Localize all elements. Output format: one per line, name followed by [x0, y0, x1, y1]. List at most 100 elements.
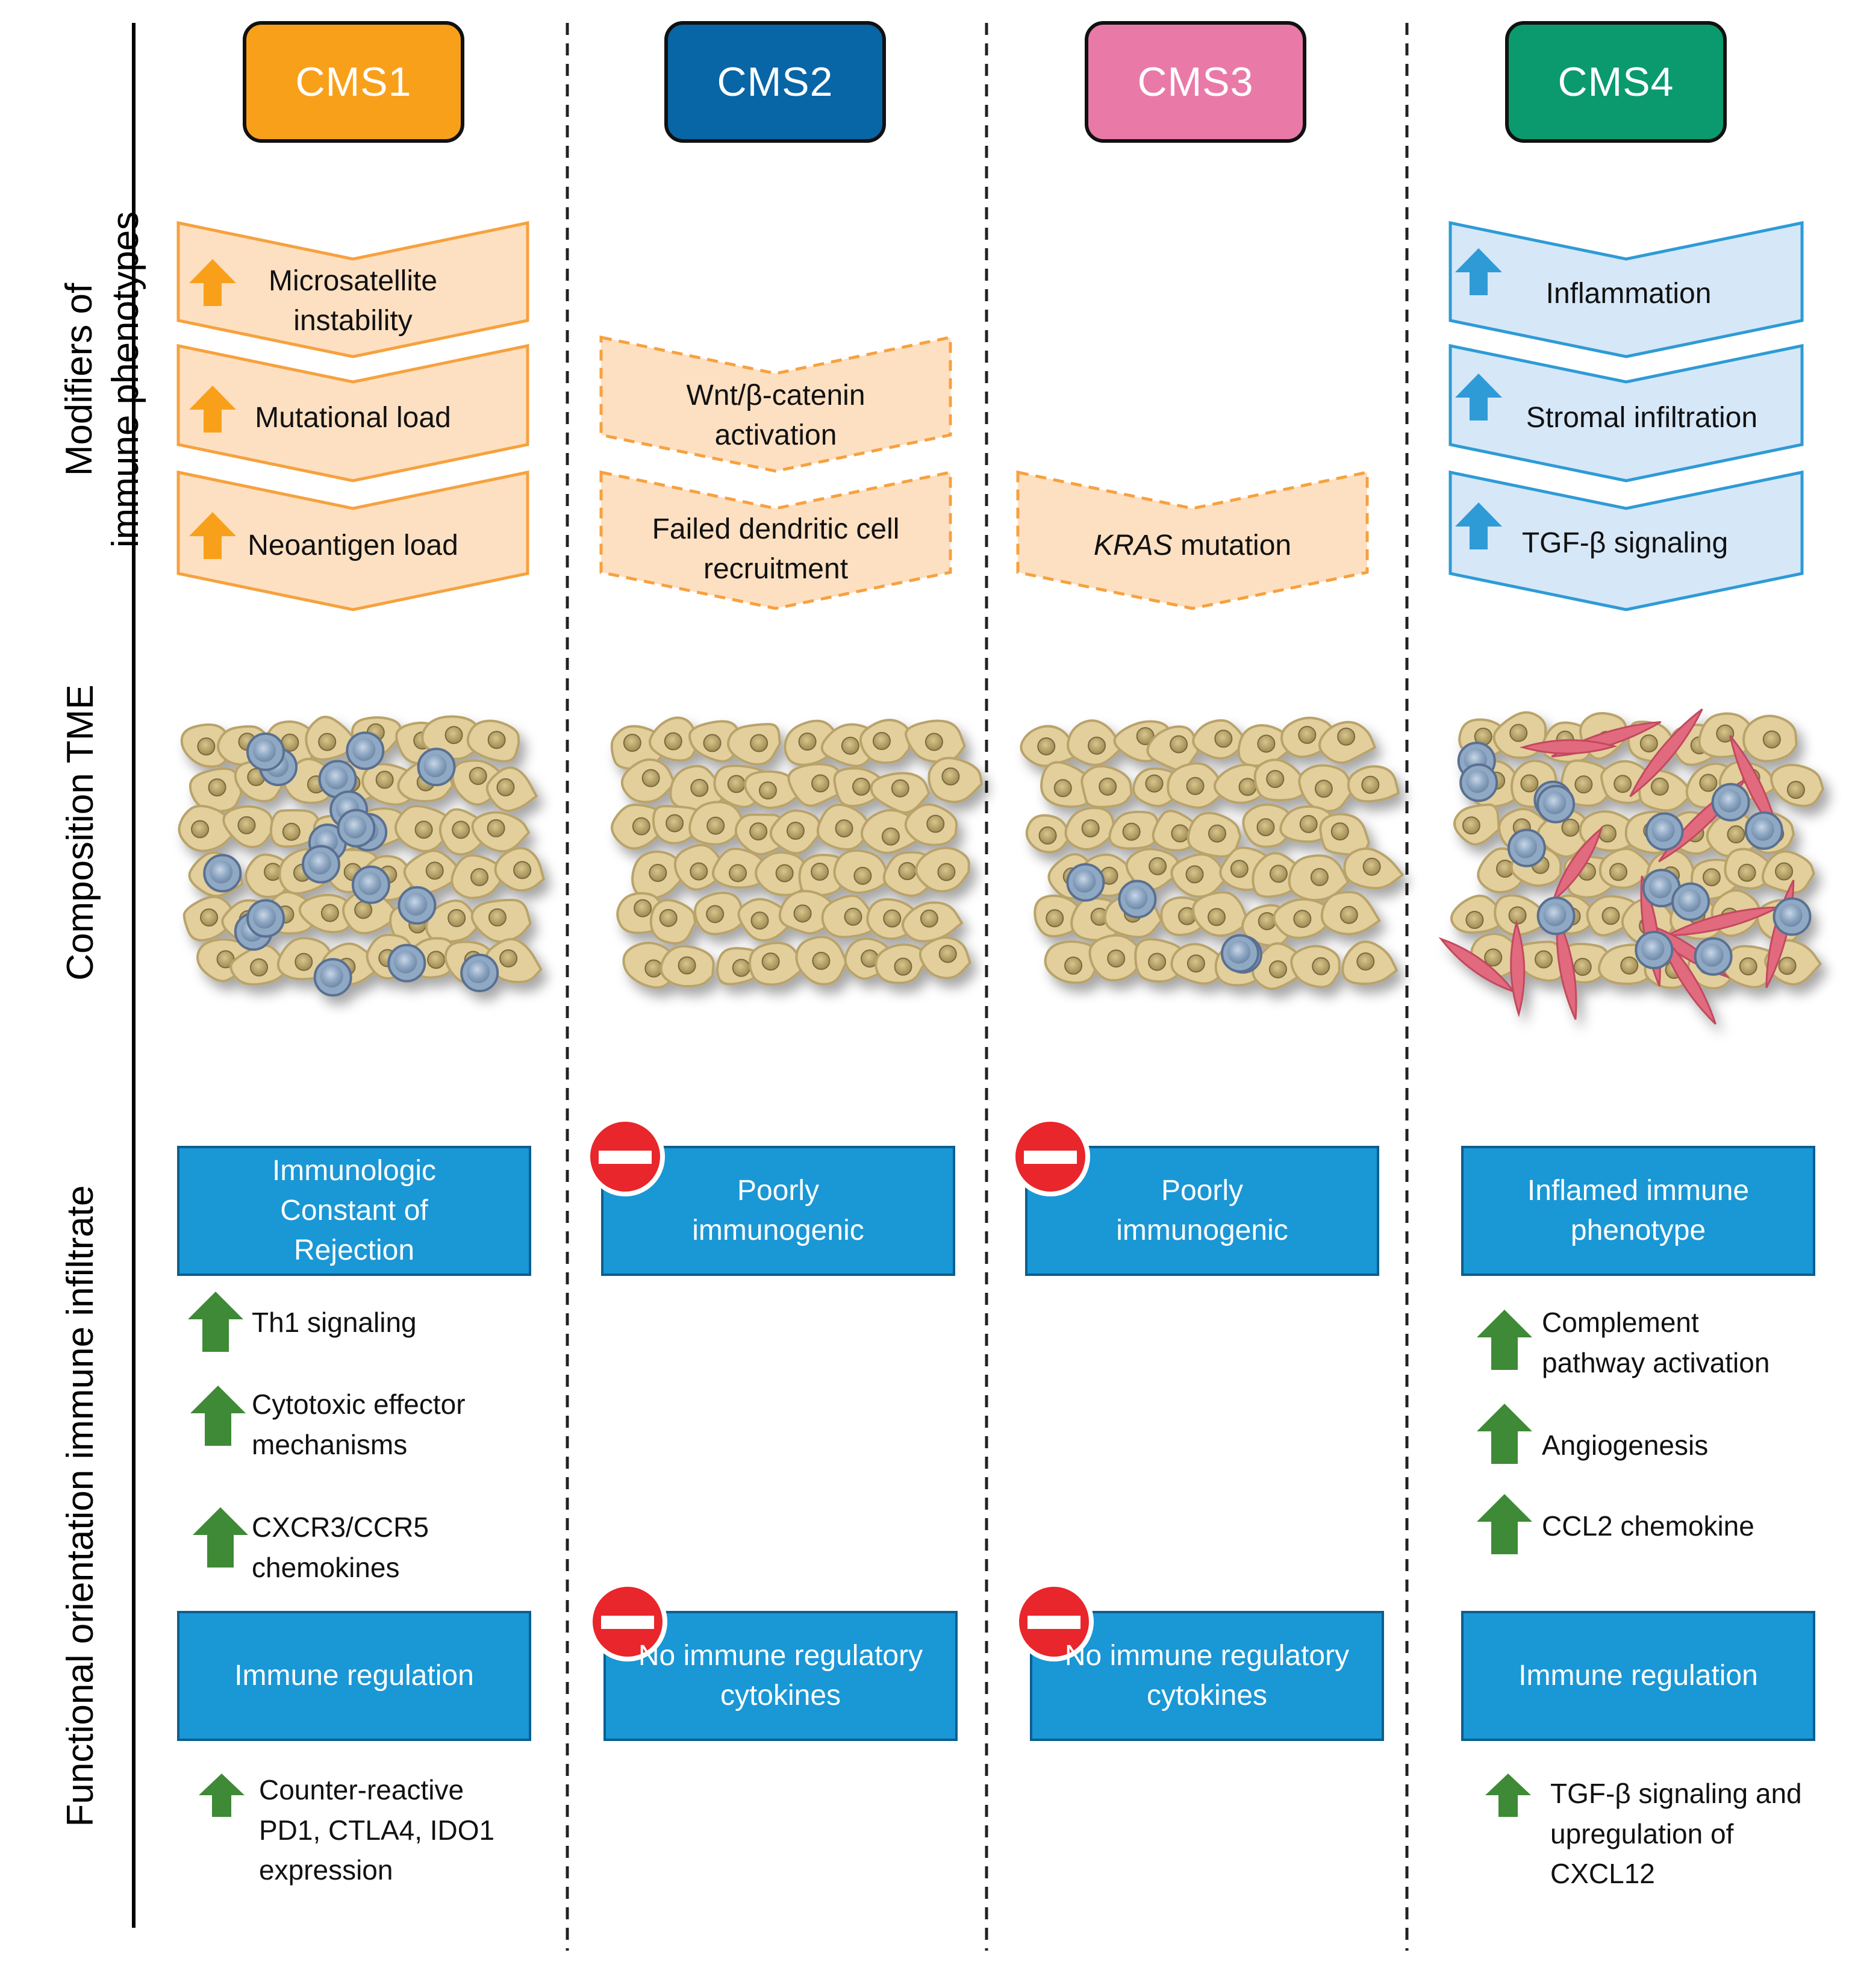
- tumor-cell-nucleus: [1266, 770, 1285, 789]
- tumor-cell-nucleus: [786, 821, 805, 840]
- tumor-cell-nucleus: [237, 816, 256, 834]
- tumor-cell-nucleus: [793, 904, 812, 923]
- tumor-cell-nucleus: [1574, 775, 1593, 794]
- immune-cell-nucleus: [1648, 875, 1672, 899]
- tumor-cell-nucleus: [1601, 907, 1620, 925]
- tumor-cell-nucleus: [938, 945, 957, 963]
- tumor-cell-nucleus: [664, 732, 682, 751]
- immune-cell-nucleus: [358, 872, 381, 895]
- tumor-cell-nucleus: [666, 814, 684, 833]
- tumor-cell-nucleus: [750, 734, 769, 752]
- tumor-cell-nucleus: [758, 781, 777, 800]
- tumor-cell-nucleus: [1258, 912, 1276, 931]
- cms3-modifier-chevrons: [1016, 470, 1369, 610]
- stop-sign-icon: [588, 1582, 667, 1661]
- tumor-cell-nucleus: [1620, 956, 1639, 975]
- tumor-cell-nucleus: [941, 767, 960, 786]
- tumor-cell-nucleus: [924, 733, 943, 751]
- cms4-modifier-stromal: Stromal infiltration: [1526, 401, 1758, 434]
- immune-cell-nucleus: [1751, 817, 1774, 841]
- cms4-feature-angiogenesis: Angiogenesis: [1542, 1430, 1709, 1461]
- tumor-cell-nucleus: [1330, 822, 1349, 841]
- tumor-cell-nucleus: [623, 734, 641, 752]
- stop-sign-icon: [585, 1117, 665, 1196]
- tumor-cell-nucleus: [470, 868, 489, 887]
- tumor-cell-nucleus: [208, 778, 226, 797]
- tumor-cell-nucleus: [1573, 957, 1592, 976]
- tumor-cell-nucleus: [1186, 777, 1205, 795]
- tumor-cell-nucleus: [1268, 960, 1287, 979]
- immune-cell-nucleus: [325, 766, 348, 790]
- tumor-cell-nucleus: [1148, 952, 1167, 971]
- cms3-regulation: No immune regulatory cytokines: [1064, 1639, 1350, 1711]
- tumor-cell-nucleus: [1046, 909, 1064, 928]
- immune-cell-nucleus: [1073, 869, 1096, 893]
- cms4-feature-ccl2: CCL2 chemokine: [1542, 1510, 1754, 1542]
- tumor-cell-nucleus: [844, 907, 862, 926]
- tumor-cell-nucleus: [641, 769, 660, 787]
- cms3-phenotype: Poorly immunogenic: [1116, 1174, 1288, 1246]
- immune-cell-nucleus: [308, 851, 331, 875]
- tumor-cell-nucleus: [1269, 864, 1288, 883]
- cms1-modifier-neoantigen-load: Neoantigen load: [248, 529, 458, 561]
- green-up-arrows: [188, 1292, 1532, 1817]
- tumor-cell-nucleus: [649, 863, 667, 882]
- cms4-modifier-chevrons: [1448, 220, 1804, 611]
- cms2-phenotype: Poorly immunogenic: [692, 1174, 864, 1246]
- stromal-cell: [1556, 916, 1577, 1020]
- tumor-cell-nucleus: [678, 956, 696, 975]
- tumor-cell-nucleus: [812, 951, 831, 970]
- tumor-cell-nucleus: [841, 736, 859, 755]
- tumor-cell-nucleus: [872, 732, 891, 751]
- tumor-cell-nucleus: [1361, 775, 1380, 794]
- tumor-cell-nucleus: [1609, 863, 1628, 881]
- tumor-cell-nucleus: [1214, 730, 1233, 748]
- tumor-cell-nucleus: [1088, 736, 1106, 755]
- tumor-cell-nucleus: [1293, 910, 1312, 928]
- tumor-cell-nucleus: [632, 817, 650, 836]
- tumor-cell-nucleus: [1362, 857, 1381, 876]
- cms4-regulation: Immune regulation: [1518, 1659, 1758, 1692]
- row-label-functional: Functional orientation immune infiltrate: [60, 1185, 102, 1827]
- immune-cell-nucleus: [467, 960, 490, 984]
- cms4-modifier-inflammation: Inflammation: [1545, 277, 1712, 310]
- cms3-header-box: [1085, 21, 1306, 143]
- tumor-cell-nucleus: [1462, 816, 1480, 835]
- tumor-cell-nucleus: [1299, 814, 1318, 833]
- cms1-feature-chemokines: CXCR3/CCR5 chemokines: [252, 1511, 429, 1583]
- tumor-cell-nucleus: [200, 908, 219, 927]
- immune-cell-nucleus: [423, 754, 447, 778]
- tumor-cell-nucleus: [1778, 957, 1797, 975]
- tumor-cell-nucleus: [634, 899, 652, 917]
- tumor-cell-nucleus: [452, 821, 470, 839]
- immune-cell-nucleus: [1227, 940, 1250, 964]
- immune-cell-nucleus: [210, 860, 233, 884]
- tumor-cell-nucleus: [749, 822, 768, 841]
- tumor-cell-nucleus: [894, 957, 912, 976]
- tumor-cell-nucleus: [1339, 905, 1358, 924]
- cms4-up-arrows: [1455, 248, 1502, 549]
- tumor-cell-nucleus: [1170, 735, 1188, 754]
- cms4-label: CMS4: [1557, 59, 1674, 105]
- tumor-cell-nucleus: [1465, 910, 1484, 929]
- tumor-cell-nucleus: [496, 778, 515, 796]
- tumor-cell-nucleus: [690, 778, 709, 797]
- tumor-cell-nucleus: [1739, 957, 1757, 976]
- stop-sign-icon: [1011, 1117, 1090, 1196]
- tumor-cell-nucleus: [282, 822, 301, 841]
- tumor-cell-nucleus: [729, 864, 747, 883]
- immune-cell-nucleus: [253, 905, 276, 929]
- cms1-regulation: Immune regulation: [234, 1659, 474, 1692]
- tumor-cell-nucleus: [1699, 774, 1718, 792]
- tumor-cell-nucleus: [703, 734, 722, 752]
- immune-cell-nucleus: [1543, 791, 1567, 814]
- tumor-cell-nucleus: [1207, 908, 1226, 927]
- cms1-feature-cytotoxic: Cytotoxic effector mechanisms: [252, 1389, 466, 1460]
- tumor-cell-nucleus: [1727, 825, 1745, 844]
- immune-cell-nucleus: [1779, 904, 1803, 927]
- cms1-regulation-feature: Counter-reactive PD1, CTLA4, IDO1 expres…: [259, 1774, 495, 1886]
- tumor-cell-nucleus: [1520, 774, 1539, 793]
- cms4-tissue-composition: [1438, 708, 1825, 1025]
- tumor-cell-nucleus: [1149, 857, 1167, 875]
- tumor-cell-nucleus: [354, 901, 373, 919]
